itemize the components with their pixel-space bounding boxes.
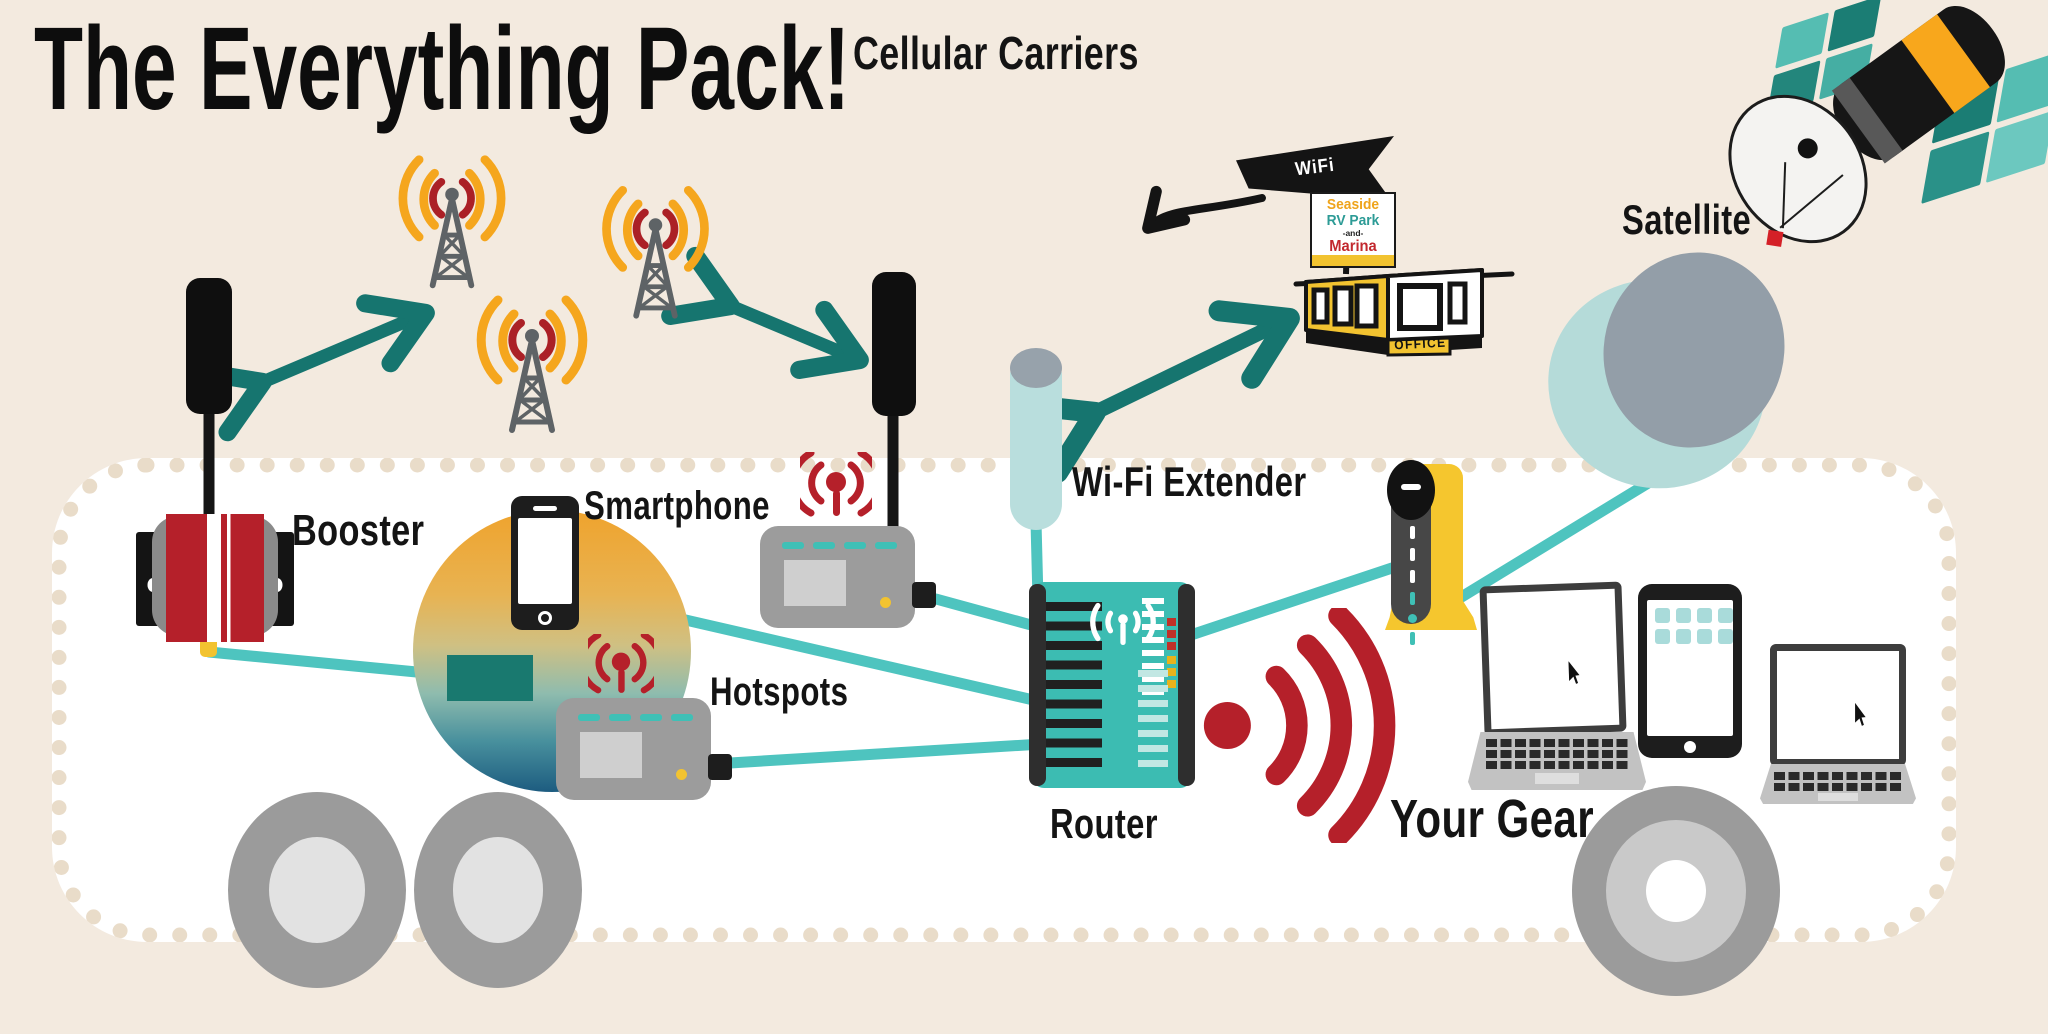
- modem-top-cap: [1387, 460, 1435, 520]
- wifi-flag-text: WiFi: [1294, 154, 1336, 181]
- laptop-base: [1468, 732, 1646, 790]
- phone-speaker: [533, 506, 557, 511]
- rv-rear-wheel: [1572, 786, 1780, 996]
- hotspot-device-2: [556, 698, 732, 800]
- tablet-app-grid: [1655, 608, 1733, 644]
- router-icon: [1029, 582, 1195, 788]
- router-right-rail: [1178, 584, 1195, 786]
- satellite-icon: [1699, 0, 2048, 271]
- hotspot-screen: [784, 560, 846, 606]
- hotspot-device-1: [760, 526, 936, 628]
- sign-yellow-band: [1312, 255, 1394, 266]
- hotspot-port: [708, 754, 732, 780]
- tablet-screen: [1647, 600, 1733, 736]
- your-gear-label: Your Gear: [1390, 789, 1595, 849]
- wifi-extender-body: [1010, 368, 1062, 530]
- tablet-home-button: [1684, 741, 1696, 753]
- modem-status-lights: [1408, 526, 1417, 645]
- park-office-building: [1293, 268, 1515, 357]
- hotspot-signal-icon-2: [800, 452, 872, 530]
- laptop-icon-2: [1760, 644, 1916, 804]
- satellite-modem-icon: [1385, 460, 1477, 645]
- laptop-screen: [1479, 581, 1627, 737]
- rv-park-sign: Seaside RV Park -and- Marina: [1310, 192, 1396, 268]
- cursor-icon: [1855, 702, 1866, 726]
- sign-line-3: -and-: [1342, 228, 1364, 238]
- hotspot-screen: [580, 732, 642, 778]
- cursor-icon: [1568, 661, 1586, 685]
- hotspot-leds: [782, 542, 897, 549]
- satellite-feed-dot: [1793, 134, 1822, 163]
- wifi-extender-top: [1010, 348, 1062, 388]
- sign-line-2: RV Park: [1326, 212, 1380, 229]
- office-sign-text: OFFICE: [1393, 334, 1447, 353]
- poster-title: The Everything Pack!: [34, 3, 851, 135]
- internet-dish-icon: [1526, 233, 1806, 512]
- booster-connector: [200, 642, 217, 657]
- hotspot-port: [912, 582, 936, 608]
- booster-label: Booster: [292, 506, 425, 555]
- tablet-icon: [1638, 584, 1742, 758]
- satellite-red-tip: [1766, 229, 1784, 247]
- wifi-extender-label: Wi-Fi Extender: [1072, 458, 1307, 505]
- booster-icon: [136, 514, 294, 660]
- hotspot-signal-icon-1: [588, 634, 654, 706]
- hotspot-power-led: [676, 769, 687, 780]
- hotspot-power-led: [880, 597, 891, 608]
- rv-front-wheel-1: [228, 792, 406, 988]
- router-status-leds: [1167, 618, 1176, 694]
- flag-arrow: [1142, 185, 1266, 234]
- laptop-icon-1: [1468, 581, 1646, 796]
- phone-screen: [518, 518, 572, 604]
- phone-home-button: [538, 611, 552, 625]
- smartphone-label: Smartphone: [584, 484, 770, 528]
- wireless-arrows: [193, 246, 1300, 483]
- booster-face: [166, 514, 264, 642]
- smartphone-icon: [511, 496, 579, 630]
- cell-tower-icon-3: [452, 290, 612, 440]
- laptop-base: [1760, 764, 1916, 804]
- sign-line-1: Seaside: [1326, 196, 1380, 213]
- router-left-rail: [1029, 584, 1046, 786]
- router-label: Router: [1050, 800, 1158, 847]
- laptop-screen: [1770, 644, 1906, 766]
- roof-antenna-left-icon: [186, 278, 232, 414]
- hotspot-leds: [578, 714, 693, 721]
- router-vent-slots: [1138, 670, 1168, 774]
- wifi-extender-icon: [1010, 348, 1062, 530]
- wifi-signal-icon: [1203, 608, 1396, 843]
- rv-front-wheel-2: [414, 792, 582, 988]
- sign-line-4: Marina: [1329, 237, 1377, 255]
- satellite-label: Satellite: [1622, 196, 1752, 243]
- cell-tower-icon-1: [382, 150, 522, 295]
- hotspots-label: Hotspots: [710, 670, 849, 714]
- roof-antenna-right-icon: [872, 272, 916, 416]
- signal-meter-box: [447, 655, 533, 701]
- cellular-carriers-label: Cellular Carriers: [853, 27, 1139, 79]
